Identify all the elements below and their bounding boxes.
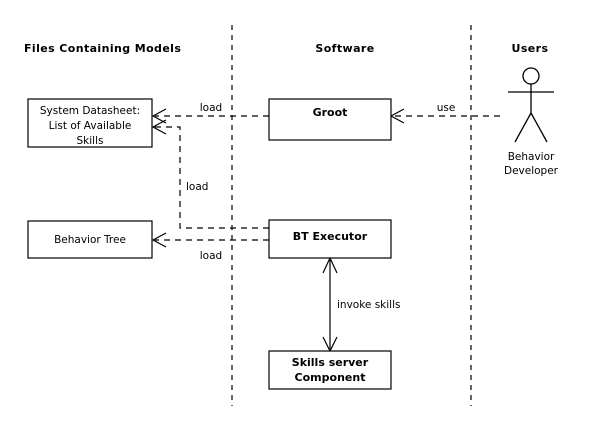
node-behavior-tree[interactable]: Behavior Tree [27, 220, 153, 259]
edge-label-use: use [437, 102, 456, 114]
edge-label-load-groot: load [200, 102, 222, 114]
swimlane-title-software: Software [315, 42, 374, 55]
actor-leg-right-icon [530, 112, 548, 143]
node-behavior-tree-label: Behavior Tree [54, 234, 126, 246]
node-system-datasheet[interactable]: System Datasheet: List of Available Skil… [27, 98, 153, 148]
swimlane-title-files: Files Containing Models [24, 42, 181, 55]
node-system-datasheet-line-2: List of Available [49, 120, 132, 132]
actor-behavior-developer[interactable]: Behavior Developer [504, 67, 559, 177]
node-behavior-tree-box [27, 220, 153, 259]
node-groot[interactable]: Groot [268, 98, 392, 141]
edge-label-invoke-skills: invoke skills [337, 299, 401, 311]
node-skills-server-line-1: Skills server [292, 356, 369, 369]
swimlane-title-users: Users [512, 42, 549, 55]
node-system-datasheet-line-3: Skills [77, 135, 104, 147]
node-system-datasheet-line-1: System Datasheet: [40, 105, 140, 117]
actor-head-icon [522, 67, 540, 85]
node-groot-label: Groot [313, 106, 348, 119]
node-bt-executor[interactable]: BT Executor [268, 219, 392, 259]
node-skills-server[interactable]: Skills server Component [268, 350, 392, 390]
node-skills-server-box [268, 350, 392, 390]
edge-label-load-executor-datasheet: load [186, 181, 208, 193]
actor-label-line-2: Developer [504, 165, 559, 177]
edge-executor-loads-datasheet-line [155, 126, 269, 229]
edge-executor-loads-behavior-tree-arrowhead [151, 232, 167, 248]
node-bt-executor-label: BT Executor [293, 230, 368, 243]
actor-label-line-1: Behavior [508, 151, 555, 163]
node-groot-box [268, 98, 392, 141]
edge-executor-loads-datasheet-arrowhead [151, 119, 167, 135]
edge-groot-loads-datasheet-arrowhead [151, 108, 167, 124]
node-bt-executor-box [268, 219, 392, 259]
edge-label-load-executor-behavior-tree: load [200, 250, 222, 262]
actor-leg-left-icon [514, 112, 532, 143]
node-system-datasheet-box [27, 98, 153, 148]
node-skills-server-line-2: Component [295, 371, 366, 384]
